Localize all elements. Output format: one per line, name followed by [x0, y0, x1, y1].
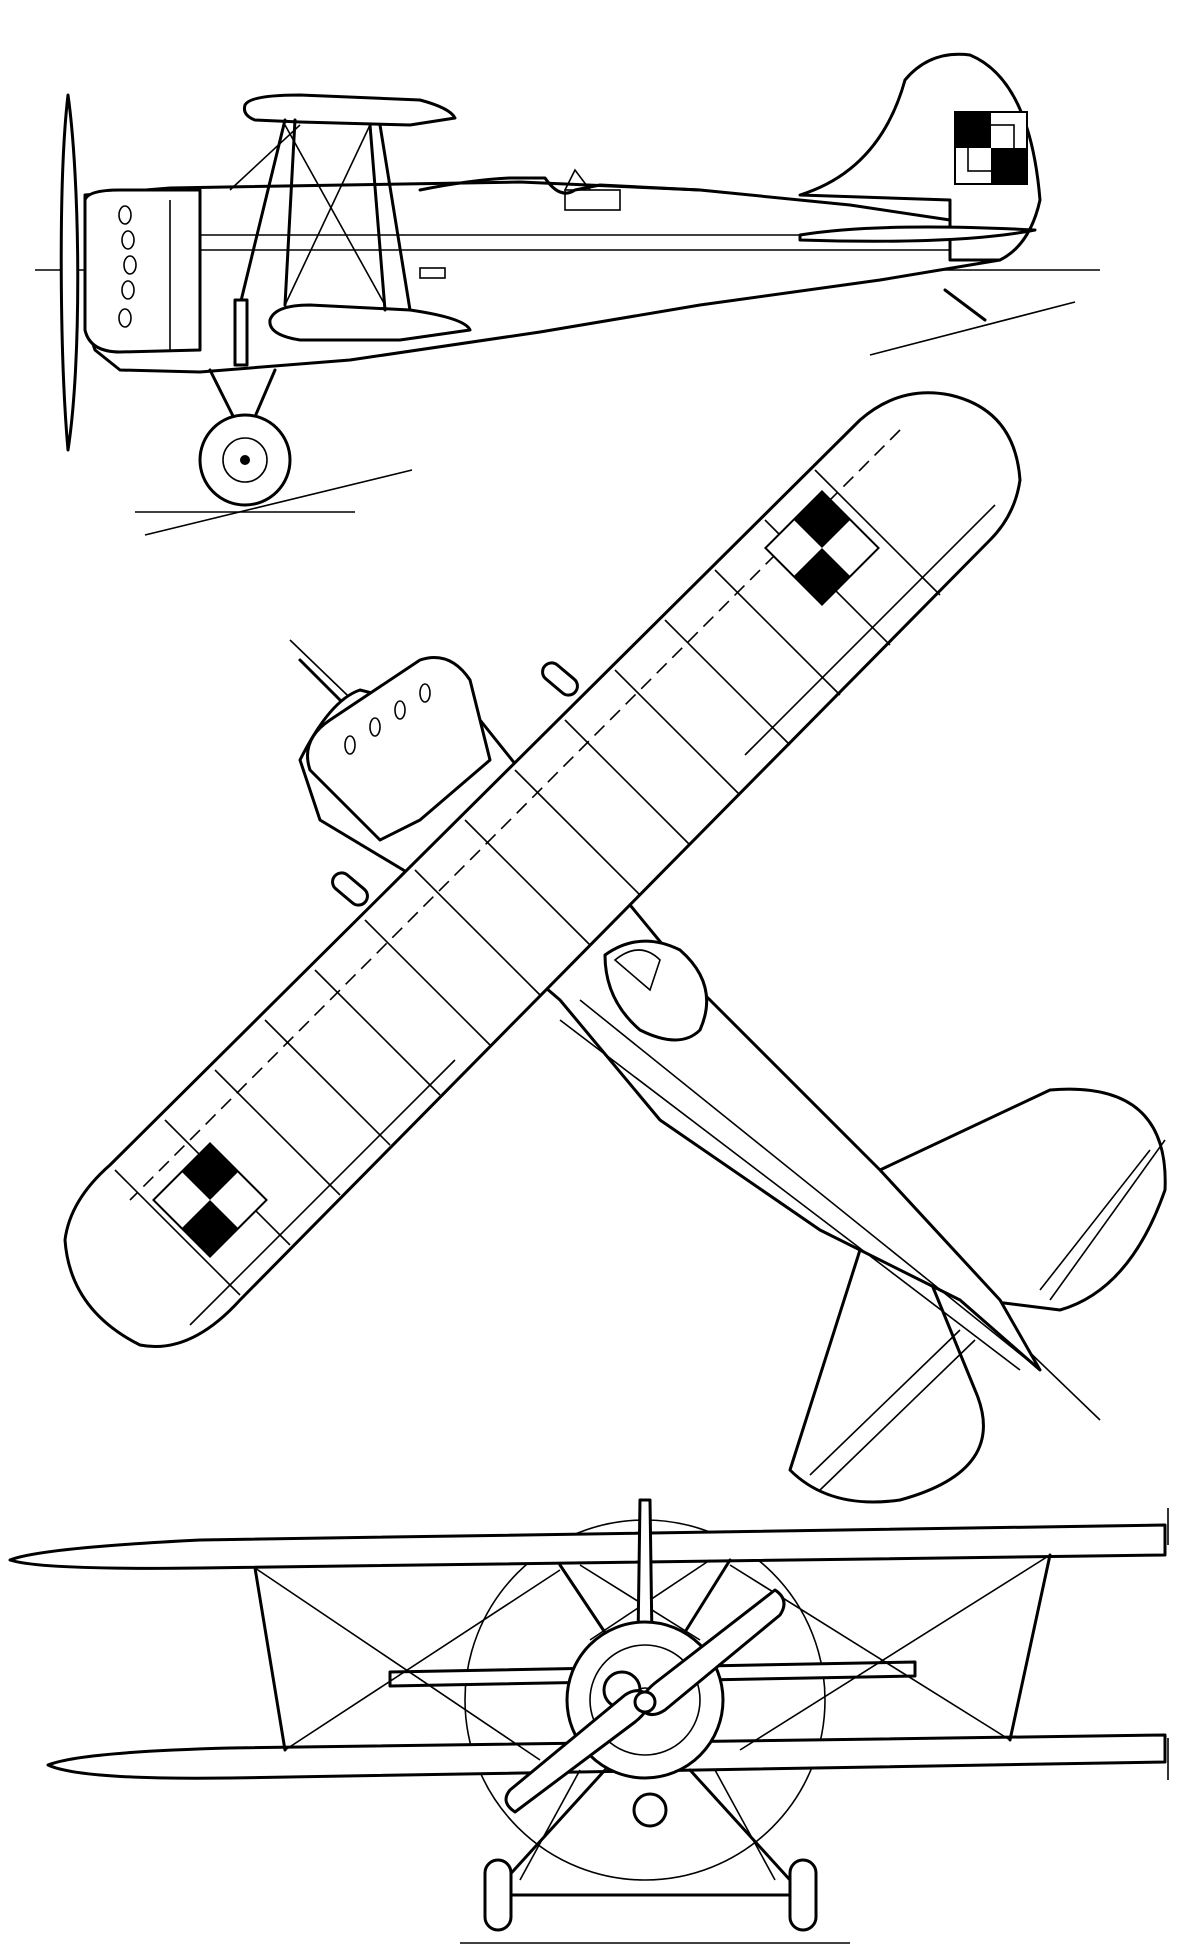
side-tail-ground-slope [869, 301, 1076, 356]
front-upper-wing [8, 1523, 1167, 1570]
plan-wing [63, 391, 1022, 1348]
side-interplane-struts [229, 118, 412, 312]
side-ground-slope [144, 469, 413, 536]
plan-engine-vents [344, 683, 431, 755]
side-lower-wing [268, 303, 472, 342]
front-view [8, 1498, 1169, 1944]
side-upper-wing [243, 93, 457, 127]
side-propeller [59, 93, 80, 452]
plan-view [63, 391, 1167, 1504]
side-fuselage [83, 180, 1002, 374]
plan-engine [306, 656, 492, 842]
plan-insignia-right [764, 490, 880, 606]
side-tailplane [798, 225, 1037, 243]
cowling-vents [118, 205, 137, 328]
front-wheel-left [483, 1858, 513, 1932]
front-landing-gear [483, 1768, 818, 1932]
side-landing-gear [198, 298, 292, 507]
plan-cockpit [603, 939, 709, 1042]
side-cockpit [418, 176, 702, 195]
front-wheel-right [788, 1858, 818, 1932]
plan-spar-dashed [129, 429, 901, 1201]
plan-insignia-left [152, 1142, 268, 1258]
side-engine-cowling [83, 188, 202, 354]
side-view [35, 52, 1100, 536]
front-oil-cooler [632, 1792, 668, 1828]
side-tail-skid [943, 288, 987, 322]
front-fin [636, 1498, 654, 1642]
front-propeller [504, 1588, 786, 1814]
